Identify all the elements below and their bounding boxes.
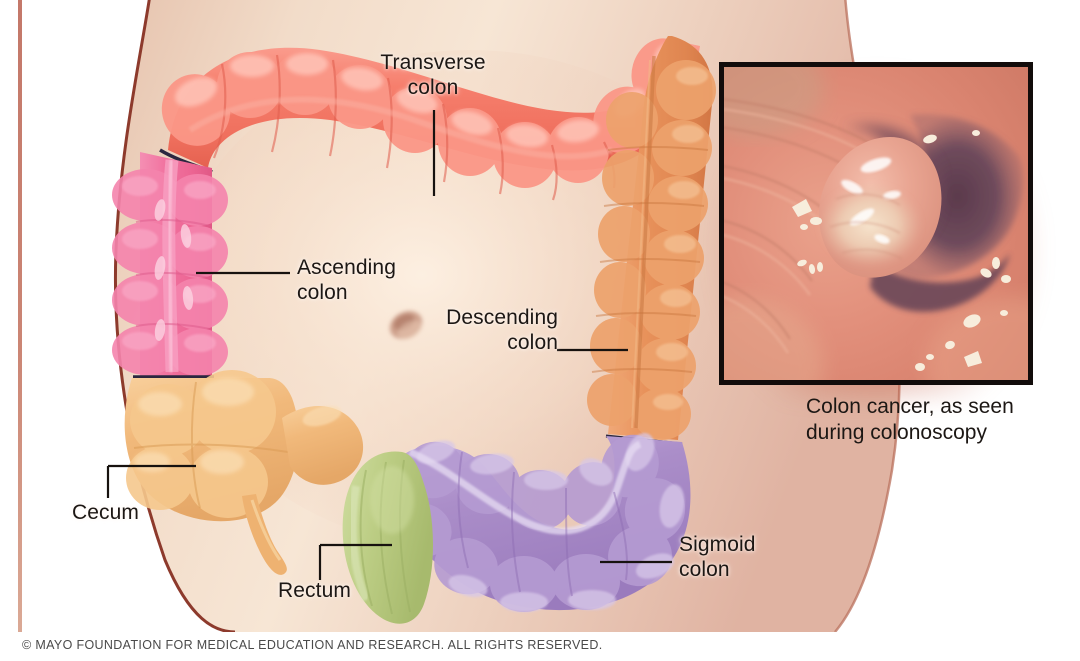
copyright-bar [0, 632, 1080, 661]
inset-caption: Colon cancer, as seen during colonoscopy [806, 395, 1014, 444]
label-transverse-colon: Transverse colon [380, 51, 486, 99]
descending-colon-segment [587, 36, 716, 440]
colonoscopy-photo-inset [719, 62, 1033, 385]
tumor-mass [818, 136, 942, 278]
ileum [282, 405, 364, 485]
label-ascending-colon: Ascending colon [297, 256, 396, 304]
colonoscopy-image [724, 67, 1028, 380]
left-edge-accent [18, 0, 22, 632]
appendix [242, 494, 287, 575]
copyright-notice: © MAYO FOUNDATION FOR MEDICAL EDUCATION … [22, 638, 603, 652]
leader-lines [106, 110, 672, 580]
label-cecum: Cecum [72, 501, 140, 524]
sigmoid-colon-segment [392, 432, 691, 612]
navel [389, 311, 423, 340]
transverse-colon-segment [161, 38, 700, 201]
label-descending-colon: Descending colon [446, 306, 558, 354]
ascending-colon-segment [112, 152, 228, 378]
colon-anatomy-illustration [106, 0, 901, 632]
label-rectum: Rectum [278, 579, 351, 602]
label-sigmoid-colon: Sigmoid colon [679, 533, 756, 581]
cecum-segment [124, 370, 364, 575]
mucus-flecks [792, 130, 1011, 371]
